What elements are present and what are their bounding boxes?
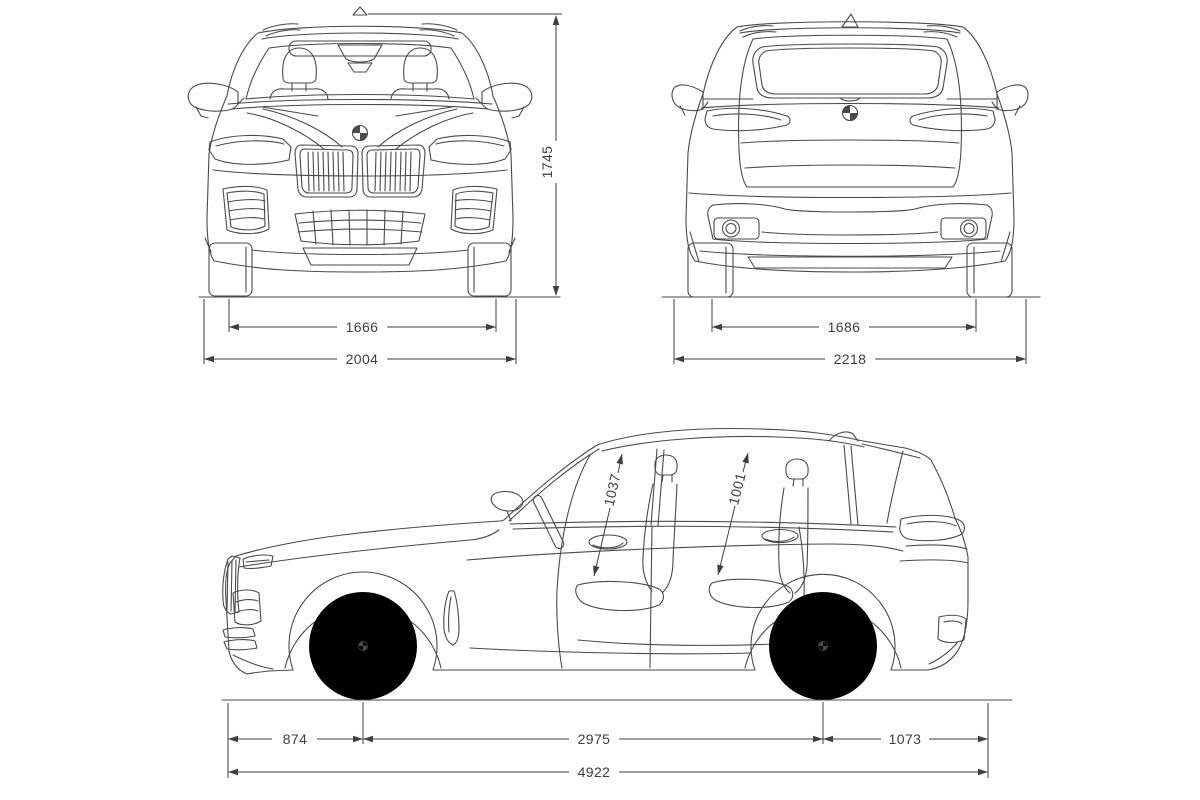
rear-bumper xyxy=(707,203,993,245)
taillights xyxy=(704,107,996,132)
tailgate-creases xyxy=(740,139,960,169)
steering-column xyxy=(532,494,565,550)
dimension-rear-overall-width: 2218 xyxy=(673,299,1027,367)
bumper-top-crease xyxy=(688,192,1012,199)
shark-fin-antenna-icon xyxy=(828,431,859,442)
dimension-annotations: 1745 1666 2004 1686 xyxy=(203,13,1027,780)
rear-overhang-label: 1073 xyxy=(889,731,922,747)
dimension-front-headroom: 1037 xyxy=(590,453,626,577)
dimension-overall-length: 4922 xyxy=(228,764,988,780)
character-lines xyxy=(466,543,904,655)
glasshouse xyxy=(508,431,921,533)
headlights xyxy=(208,134,512,165)
side-view-drawing xyxy=(221,427,1013,701)
front-track-label: 1666 xyxy=(346,319,379,335)
side-body-outline xyxy=(225,427,969,675)
side-mirror xyxy=(490,490,524,522)
bumper-air-intakes xyxy=(222,185,498,235)
fender-vent xyxy=(443,590,460,646)
wheelbase-label: 2975 xyxy=(578,731,611,747)
wipers xyxy=(261,106,453,117)
roof-antenna-icon xyxy=(352,6,368,16)
rear-fog-lamps xyxy=(713,217,987,240)
dimension-extension-lines xyxy=(227,702,989,778)
front-wheels xyxy=(204,237,516,297)
front-view-drawing xyxy=(187,6,561,298)
front-body-outline xyxy=(206,25,514,273)
rear-headroom-label: 1001 xyxy=(725,471,748,507)
rear-end-details xyxy=(899,514,969,665)
bmw-roundel-icon xyxy=(841,104,859,122)
side-mirrors xyxy=(671,84,1029,116)
door-handles xyxy=(588,528,799,550)
hood-seam xyxy=(238,529,500,568)
roof-rails xyxy=(262,23,458,37)
rear-wheels xyxy=(687,242,1013,298)
dimension-rear-track: 1686 xyxy=(711,299,977,335)
dimension-rear-headroom: 1001 xyxy=(714,452,752,576)
dimension-front-track: 1666 xyxy=(228,299,497,335)
front-overall-width-label: 2004 xyxy=(346,351,379,367)
dimension-front-overall-width: 2004 xyxy=(203,299,517,367)
front-seat xyxy=(575,454,678,612)
front-wheel xyxy=(309,592,417,700)
dimension-overall-height: 1745 xyxy=(368,13,562,296)
door-seams xyxy=(556,454,805,669)
bmw-roundel-icon xyxy=(351,124,369,142)
overall-height-label: 1745 xyxy=(539,146,555,179)
side-mirrors xyxy=(187,82,533,119)
rear-seat xyxy=(708,458,809,609)
dimension-wheelbase: 2975 xyxy=(363,731,823,747)
skid-plate xyxy=(251,247,469,266)
front-seats xyxy=(269,47,450,100)
rear-wheel xyxy=(769,592,877,700)
lower-grille xyxy=(294,209,426,246)
dimension-rear-overhang: 1073 xyxy=(823,731,988,747)
rear-wiper xyxy=(839,97,861,102)
overall-length-label: 4922 xyxy=(578,764,611,780)
front-end-details xyxy=(222,554,274,670)
bumper-crease xyxy=(212,169,508,177)
front-headroom-label: 1037 xyxy=(601,472,624,508)
rear-track-label: 1686 xyxy=(828,319,861,335)
rear-body-outline xyxy=(685,21,1015,273)
rear-window xyxy=(752,43,948,102)
rearview-mirror xyxy=(347,62,373,73)
roof-rails xyxy=(739,25,961,38)
hood-creases xyxy=(246,108,474,150)
rear-view-drawing xyxy=(661,13,1041,298)
kidney-grille xyxy=(294,144,426,198)
sunroof xyxy=(288,40,432,57)
windshield xyxy=(227,42,493,117)
front-overhang-label: 874 xyxy=(283,731,308,747)
rear-overall-width-label: 2218 xyxy=(834,351,867,367)
dimension-front-overhang: 874 xyxy=(228,731,363,747)
shark-fin-antenna-icon xyxy=(841,13,859,28)
rear-valance xyxy=(699,231,1001,269)
